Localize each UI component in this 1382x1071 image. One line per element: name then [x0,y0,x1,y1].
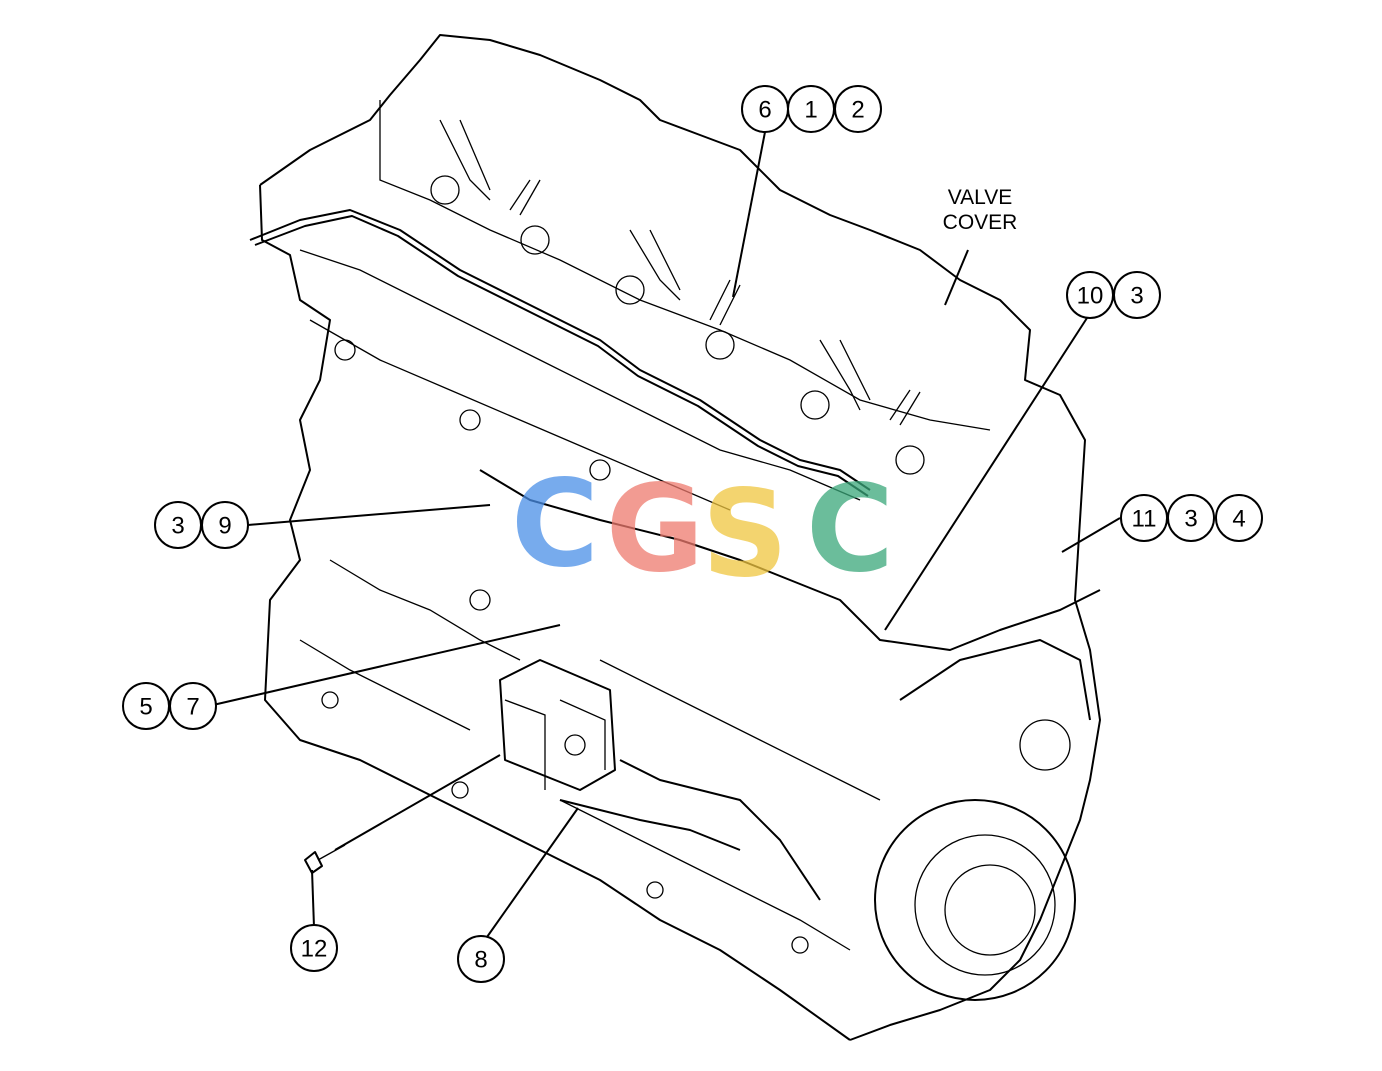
svg-text:12: 12 [301,936,328,963]
watermark-letter-c1: C [511,456,599,595]
callout-8: 8 [457,935,505,983]
svg-text:6: 6 [758,97,771,124]
callout-11: 11 [1120,494,1168,542]
watermark-letter-c2: C [806,461,894,600]
callout-group-12: 12 [290,924,338,972]
leader-lines [212,131,1121,938]
svg-text:3: 3 [171,513,184,540]
svg-text:11: 11 [1132,506,1157,533]
leader-3-9 [247,504,491,526]
callout-3: 3 [1167,494,1215,542]
callout-group-5-7: 5 7 [122,682,217,730]
watermark-letter-g: G [606,461,705,600]
callout-6: 6 [741,85,789,133]
svg-text:3: 3 [1130,283,1143,310]
leader-12 [311,869,315,928]
callout-group-3-9: 3 9 [154,501,249,549]
leader-12-to-ecm [334,754,501,851]
callout-group-6-1-2: 6 1 2 [741,85,882,133]
callout-group-8: 8 [457,935,505,983]
callout-3: 3 [1113,271,1161,319]
svg-text:2: 2 [851,97,864,124]
callout-group-10-3: 10 3 [1066,271,1161,319]
callout-1: 1 [787,85,835,133]
svg-text:3: 3 [1184,506,1197,533]
callout-4: 4 [1215,494,1263,542]
callout-10: 10 [1066,271,1114,319]
engine-block-drawing [249,34,1101,1041]
callout-12: 12 [290,924,338,972]
callout-3: 3 [154,501,202,549]
svg-text:10: 10 [1077,283,1104,310]
watermark-letter-s: S [702,466,788,605]
svg-text:4: 4 [1232,506,1245,533]
leader-5-7 [212,624,561,706]
svg-text:5: 5 [139,694,152,721]
svg-text:9: 9 [218,513,231,540]
svg-text:7: 7 [186,694,199,721]
callout-7: 7 [169,682,217,730]
callout-9: 9 [201,501,249,549]
leader-6-1-2 [732,131,766,298]
svg-text:1: 1 [804,97,817,124]
watermark: C G S C [511,456,894,605]
callout-group-11-3-4: 11 3 4 [1120,494,1263,542]
leader-10-3 [884,317,1088,631]
valve-cover-label: VALVE COVER [943,186,1018,306]
valve-cover-label-line1: VALVE [948,186,1013,209]
leader-11-3-4 [1061,517,1121,553]
leader-8 [486,807,579,938]
callout-5: 5 [122,682,170,730]
callout-2: 2 [834,85,882,133]
valve-cover-label-line2: COVER [943,211,1018,234]
svg-text:8: 8 [474,947,487,974]
